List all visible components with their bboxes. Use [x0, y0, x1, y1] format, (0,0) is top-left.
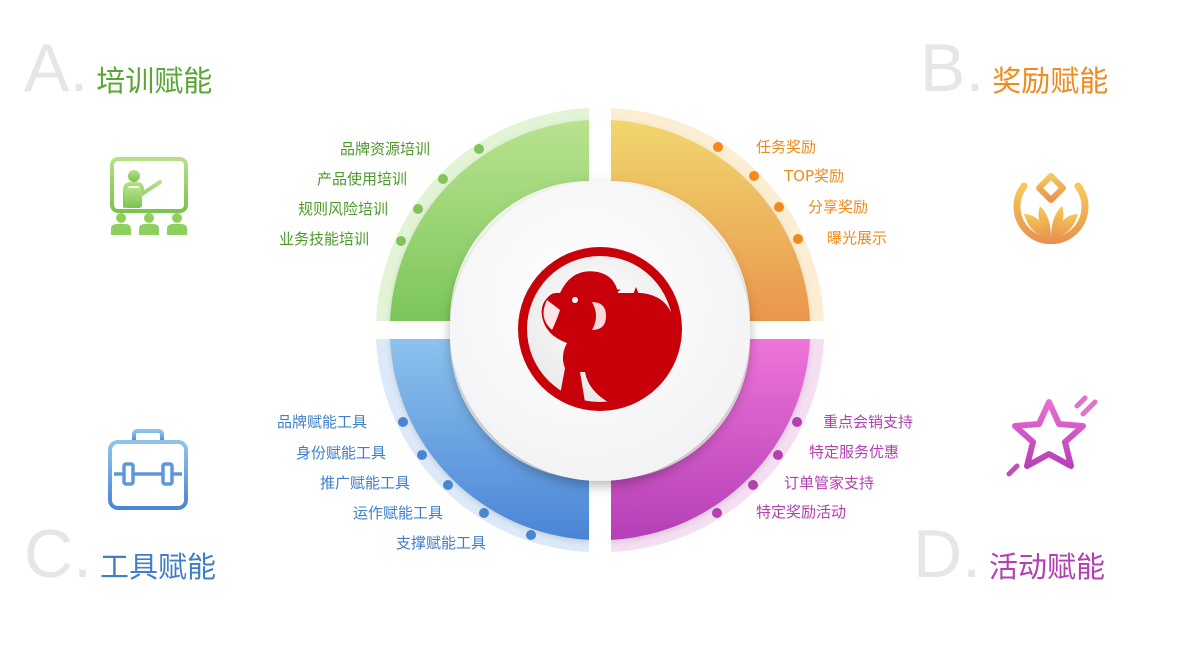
- title-tools: 工具赋能: [100, 550, 217, 584]
- dot-reward-2: [749, 171, 759, 181]
- heading-training: A. 培训赋能: [24, 34, 212, 102]
- dot-activity-3: [748, 480, 758, 490]
- heading-tools: C. 工具赋能: [24, 520, 216, 588]
- toolbox-icon: [108, 429, 188, 510]
- reward-item: TOP奖励: [784, 167, 845, 185]
- item-dots: [396, 142, 803, 540]
- tools-item: 身份赋能工具: [295, 444, 386, 462]
- tools-item: 品牌赋能工具: [276, 413, 367, 431]
- tools-item: 支撑赋能工具: [395, 534, 486, 552]
- activity-item: 特定奖励活动: [756, 503, 847, 521]
- dot-activity-4: [712, 508, 722, 518]
- title-reward: 奖励赋能: [992, 64, 1109, 98]
- elephant-stars-logo: [518, 247, 682, 411]
- letter-d: D.: [913, 516, 981, 592]
- reward-item: 曝光展示: [827, 229, 888, 247]
- tools-item: 推广赋能工具: [319, 474, 410, 492]
- letter-c: C.: [24, 516, 92, 592]
- dot-tools-2: [417, 450, 427, 460]
- activity-item: 重点会销支持: [823, 413, 914, 431]
- coin-lotus-icon: [1013, 173, 1089, 245]
- dot-reward-4: [793, 234, 803, 244]
- activity-item: 订单管家支持: [784, 474, 875, 492]
- reward-item: 任务奖励: [756, 138, 817, 156]
- dot-tools-3: [443, 480, 453, 490]
- dot-activity-2: [773, 450, 783, 460]
- teacher-presentation-icon: [110, 157, 188, 235]
- title-training: 培训赋能: [96, 64, 213, 98]
- heading-reward: B. 奖励赋能: [920, 34, 1108, 102]
- heading-activity: D. 活动赋能: [913, 520, 1105, 588]
- dot-training-4: [396, 236, 406, 246]
- dot-training-3: [413, 204, 423, 214]
- tools-item: 运作赋能工具: [352, 504, 443, 522]
- training-item: 品牌资源培训: [339, 140, 430, 158]
- star-sparkle-icon: [1006, 395, 1098, 477]
- dot-training-1: [474, 144, 484, 154]
- dot-activity-1: [792, 417, 802, 427]
- dot-reward-3: [774, 202, 784, 212]
- dot-training-2: [438, 174, 448, 184]
- reward-item: 分享奖励: [808, 198, 869, 216]
- training-item: 规则风险培训: [297, 200, 388, 218]
- dot-tools-1: [398, 417, 408, 427]
- training-item: 产品使用培训: [316, 170, 407, 188]
- training-item: 业务技能培训: [278, 230, 369, 248]
- dot-tools-5: [526, 530, 536, 540]
- activity-item: 特定服务优惠: [809, 443, 900, 461]
- letter-b: B.: [920, 30, 985, 106]
- dot-tools-4: [479, 508, 489, 518]
- dot-reward-1: [713, 142, 723, 152]
- title-activity: 活动赋能: [989, 550, 1106, 584]
- letter-a: A.: [24, 30, 89, 106]
